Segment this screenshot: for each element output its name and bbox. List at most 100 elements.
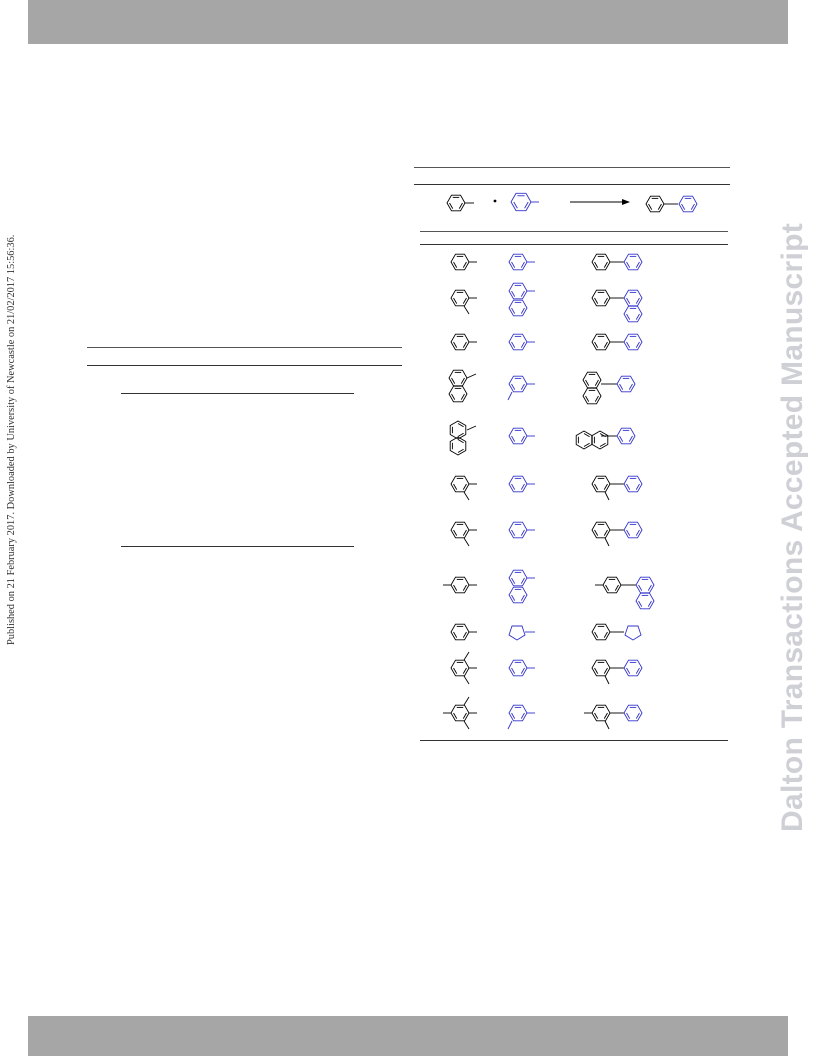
entry-11-product-aryl-bond [594, 712, 599, 719]
entry-5-product-heteroaryl [616, 427, 636, 445]
entry-5-arene-ring-a-bond [457, 432, 464, 437]
entry-5-partner-ring-bond [520, 435, 525, 442]
entry-3-product-heteroaryl-bond [626, 341, 631, 348]
entry-9-product-aryl-bond [603, 631, 608, 638]
entry-4-product-heteroaryl-bond [619, 383, 624, 390]
entry-6-arene-ring-bond [453, 483, 458, 490]
entry-5-arene-bond [466, 425, 477, 431]
arene-reactant-ring [446, 194, 466, 212]
reaction-arrow-head [622, 199, 630, 205]
entry-10-partner-ring-bond [511, 667, 516, 674]
entry-6-product-aryl-bond [594, 483, 599, 490]
entry-3-product-heteroaryl-bond [635, 341, 640, 348]
entry-5-arene-ring-b-bond [457, 448, 464, 453]
entry-2-partner-ring-b [508, 299, 528, 317]
entry-10-arene-methyl-2 [463, 651, 470, 661]
entry-2-product-heteroaryl-bond [635, 297, 640, 304]
entry-6-product-heteroaryl-bond [635, 483, 640, 490]
entry-1-arene-ring-bond [462, 261, 467, 268]
entry-2-partner-ring-a-bond [520, 290, 525, 297]
entry-8-partner-ring-b-bond [511, 594, 516, 601]
scheme-rule-3 [420, 231, 728, 232]
entry-4-product-aryl-a-bond [594, 379, 599, 386]
entry-3-arene-ring-bond [462, 341, 467, 348]
entry-7-arene-ring-bond [453, 529, 458, 536]
scheme-rule-2 [414, 184, 730, 185]
entry-5-product-heteroaryl-bond [628, 435, 633, 442]
entry-10-product-aryl-bond [603, 667, 608, 674]
entry-3-product-aryl [591, 333, 611, 351]
entry-8-partner-ring-b [508, 586, 528, 604]
entry-11-product-methyl [604, 720, 610, 730]
partner-reactant-ring [510, 192, 532, 212]
entry-4-product-aryl-b-bond [594, 395, 599, 402]
partner-reactant-ring-bond [524, 201, 529, 209]
inner-table-rule-top [121, 393, 354, 394]
entry-10-product-methyl [604, 675, 610, 685]
entry-6-product-aryl [591, 475, 611, 493]
entry-3-partner-ring-bond [511, 341, 516, 348]
entry-4-product-aryl-a-bond [585, 379, 590, 386]
entry-4-product-heteroaryl [616, 375, 636, 393]
product-heteroaryl-ring-bond [690, 203, 695, 210]
entry-1-partner-ring-bond [511, 261, 516, 268]
entry-6-arene-methyl [463, 491, 470, 501]
entry-5-arene-ring-b [449, 436, 467, 456]
entry-8-partner-ring-a-bond [520, 577, 525, 584]
entry-11-arene-ring-bond [453, 712, 458, 719]
entry-2-arene-ring [450, 289, 470, 307]
entry-7-product-aryl-bond [603, 529, 608, 536]
entry-8-product-heteroaryl-bond [638, 584, 643, 591]
entry-9-arene-ring [450, 623, 470, 641]
entry-4-product-aryl-b [582, 387, 602, 405]
entry-10-partner-ring-bond [520, 667, 525, 674]
entry-11-product-heteroaryl [623, 704, 643, 722]
scheme-rule-bottom [420, 740, 728, 741]
entry-7-product-methyl [604, 537, 610, 547]
entry-1-partner-ring-bond [520, 261, 525, 268]
entry-10-product-aryl [591, 659, 611, 677]
entry-3-product-aryl-bond [594, 341, 599, 348]
entry-11-product-aryl-bond [603, 712, 608, 719]
entry-7-product-heteroaryl [623, 521, 643, 539]
entry-6-product-heteroaryl [623, 475, 643, 493]
entry-2-product-heteroaryl-b [623, 305, 643, 323]
entry-7-partner-ring-bond [520, 529, 525, 536]
entry-2-product-heteroaryl-b-bond [626, 313, 631, 320]
entry-7-arene-methyl [463, 537, 470, 547]
entry-7-product-heteroaryl-bond [626, 529, 631, 536]
entry-7-product-aryl [591, 521, 611, 539]
entry-6-product-heteroaryl-bond [626, 483, 631, 490]
entry-7-partner-ring-bond [511, 529, 516, 536]
entry-10-product-heteroaryl-bond [635, 667, 640, 674]
entry-8-product-aryl-bond [614, 584, 619, 591]
left-table-rule-header [87, 365, 402, 366]
entry-4-product-heteroaryl-bond [628, 383, 633, 390]
entry-4-partner-methyl [507, 391, 513, 401]
entry-10-product-aryl-bond [594, 667, 599, 674]
arene-reactant-ring-bond [449, 202, 454, 209]
entry-9-partner-pyrrole [508, 625, 526, 641]
entry-5-partner-ring-bond [511, 435, 516, 442]
entry-10-arene-ring-bond [462, 667, 467, 674]
scheme-structures [443, 192, 698, 730]
entry-4-arene-ring-a-bond [451, 377, 456, 384]
entry-2-arene-ring-bond [462, 297, 467, 304]
entry-4-arene-ring-b-bond [460, 393, 465, 400]
entry-9-product-pyrrole [624, 625, 642, 641]
entry-5-product-aryl-a-bond [583, 442, 590, 447]
entry-8-product-heteroaryl-b-bond [638, 600, 643, 607]
entry-6-partner-ring-bond [520, 483, 525, 490]
entry-8-product-aryl-bond [605, 584, 610, 591]
entry-1-arene-ring-bond [453, 261, 458, 268]
entry-11-arene-ring-bond [462, 712, 467, 719]
entry-1-product-aryl-bond [594, 261, 599, 268]
entry-8-partner-ring-b-bond [520, 594, 525, 601]
entry-11-arene-methyl-2 [463, 696, 470, 706]
entry-8-partner-ring-a [508, 569, 528, 587]
entry-11-product-heteroaryl-bond [626, 712, 631, 719]
entry-4-product-aryl-b-bond [585, 395, 590, 402]
entry-10-product-heteroaryl-bond [626, 667, 631, 674]
entry-9-arene-ring-bond [462, 631, 467, 638]
